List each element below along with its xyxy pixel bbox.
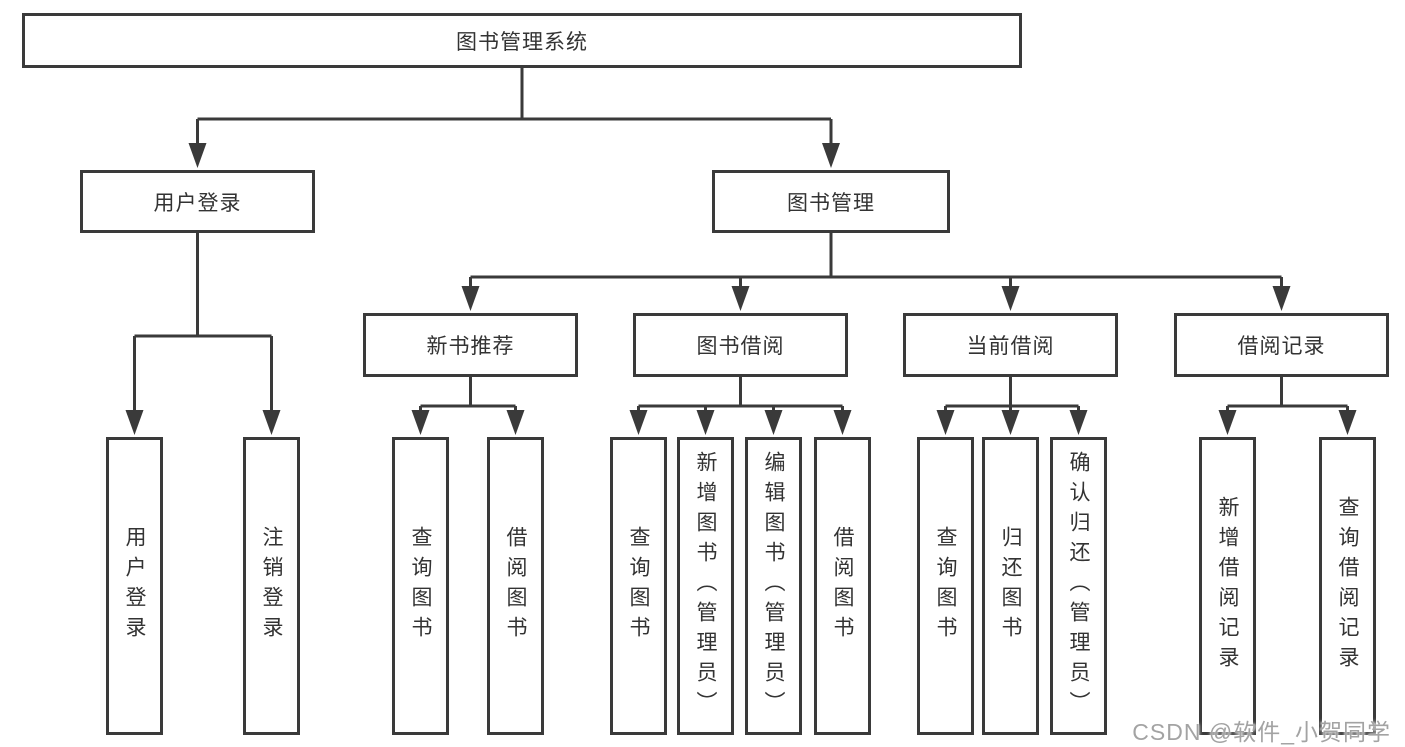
leaf-return-books-label: 归还图书 [999, 526, 1022, 646]
leaf-add-borrow-record-label: 新增借阅记录 [1216, 496, 1239, 676]
leaf-query-books-current: 查询图书 [917, 437, 974, 735]
leaf-query-borrow-record-label: 查询借阅记录 [1336, 496, 1359, 676]
leaf-add-books-admin-label: 新增图书（管理员） [694, 451, 717, 721]
leaf-edit-books-admin: 编辑图书（管理员） [745, 437, 802, 735]
leaf-logout-label: 注销登录 [260, 526, 283, 646]
leaf-logout: 注销登录 [243, 437, 300, 735]
leaf-query-books-borrow-label: 查询图书 [627, 526, 650, 646]
node-book-management: 图书管理 [712, 170, 950, 233]
leaf-borrow-books-recommend-label: 借阅图书 [504, 526, 527, 646]
leaf-user-login: 用户登录 [106, 437, 163, 735]
leaf-borrow-books-recommend: 借阅图书 [487, 437, 544, 735]
leaf-query-books-recommend: 查询图书 [392, 437, 449, 735]
leaf-edit-books-admin-label: 编辑图书（管理员） [762, 451, 785, 721]
leaf-confirm-return-admin: 确认归还（管理员） [1050, 437, 1107, 735]
leaf-add-borrow-record: 新增借阅记录 [1199, 437, 1256, 735]
node-borrow-records: 借阅记录 [1174, 313, 1389, 377]
arrowheads [125, 143, 1357, 435]
leaf-borrow-books-borrow: 借阅图书 [814, 437, 871, 735]
node-current-borrow: 当前借阅 [903, 313, 1118, 377]
node-book-borrow: 图书借阅 [633, 313, 848, 377]
leaf-borrow-books-borrow-label: 借阅图书 [831, 526, 854, 646]
leaf-user-login-label: 用户登录 [123, 526, 146, 646]
leaf-query-borrow-record: 查询借阅记录 [1319, 437, 1376, 735]
leaf-confirm-return-admin-label: 确认归还（管理员） [1067, 451, 1090, 721]
leaf-query-books-current-label: 查询图书 [934, 526, 957, 646]
leaf-add-books-admin: 新增图书（管理员） [677, 437, 734, 735]
node-user-login: 用户登录 [80, 170, 315, 233]
node-new-book-recommend: 新书推荐 [363, 313, 578, 377]
leaf-query-books-recommend-label: 查询图书 [409, 526, 432, 646]
csdn-watermark: CSDN @软件_小贺同学 [1132, 719, 1391, 745]
leaf-query-books-borrow: 查询图书 [610, 437, 667, 735]
node-library-management-system: 图书管理系统 [22, 13, 1022, 68]
leaf-return-books: 归还图书 [982, 437, 1039, 735]
